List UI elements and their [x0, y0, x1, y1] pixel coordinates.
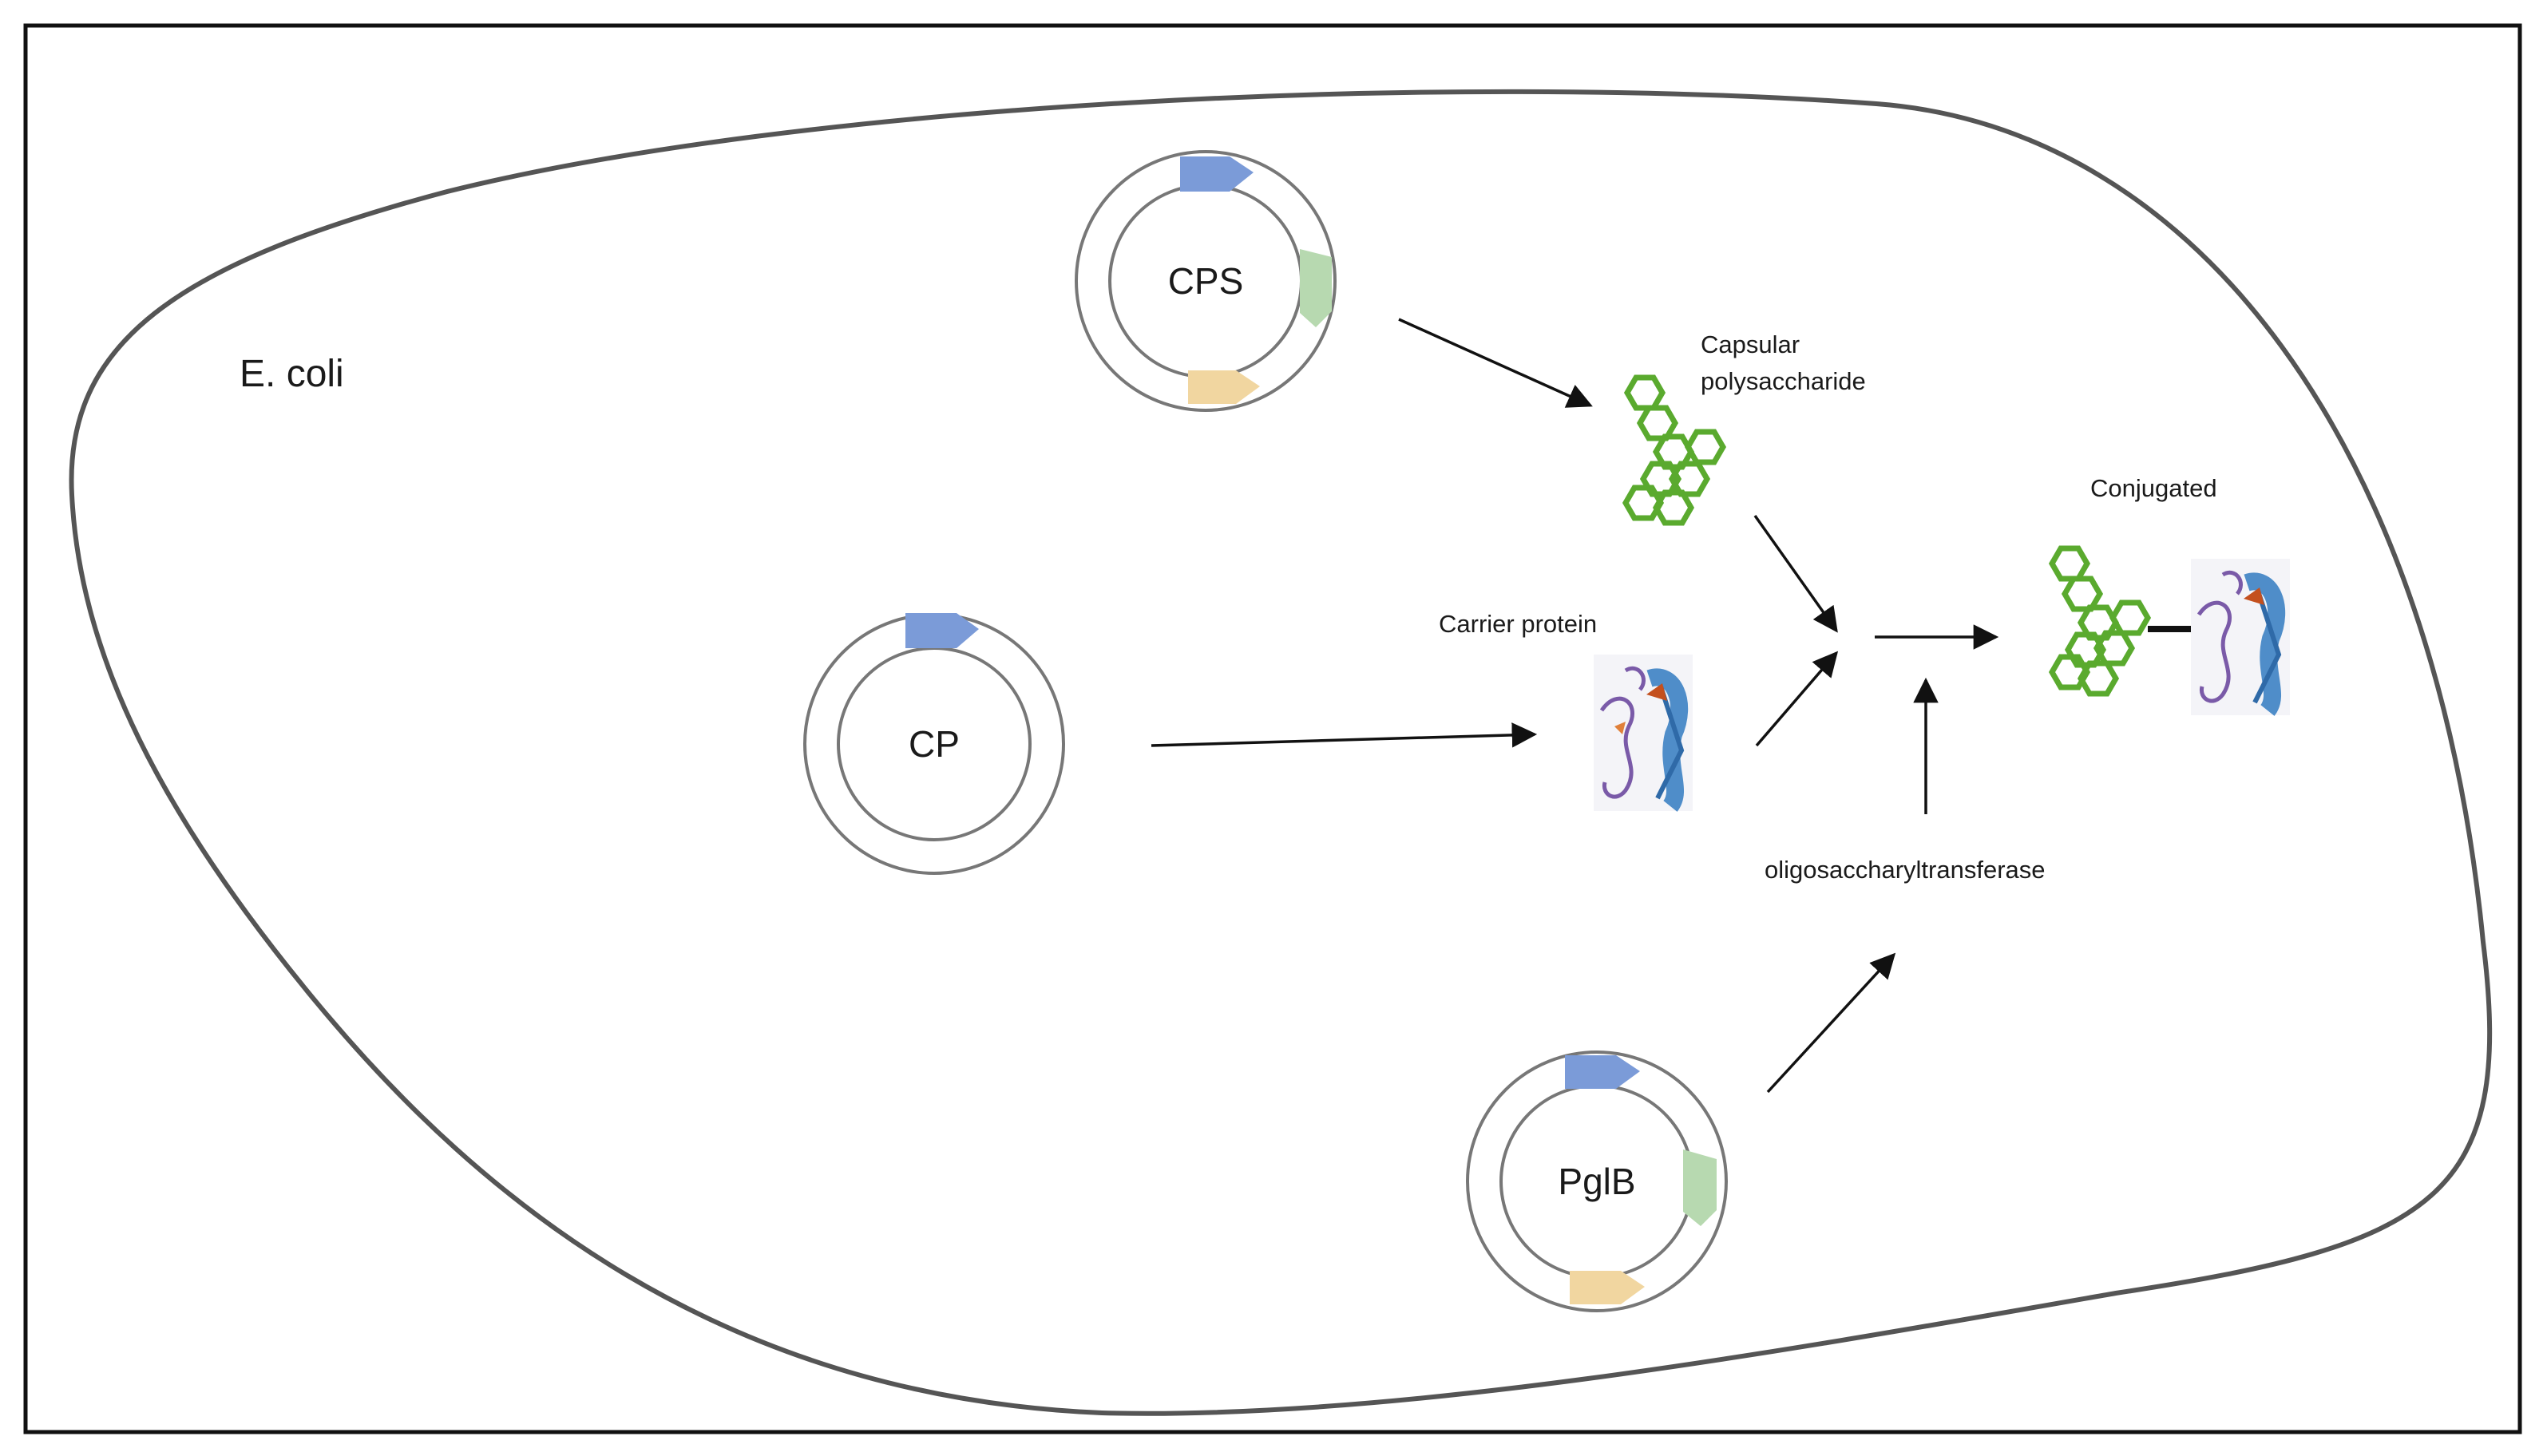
tan-cassette-icon: [1570, 1271, 1645, 1304]
carrier-protein-label: Carrier protein: [1439, 610, 1597, 638]
pglb-plasmid-label: PglB: [1558, 1161, 1635, 1202]
polysaccharide-chain-icon: [1626, 378, 1723, 523]
capsular-label-line1: Capsular: [1701, 330, 1800, 358]
conjugate-protein-icon: [2191, 559, 2290, 716]
blue-cassette-icon: [905, 613, 979, 648]
arrow-cps-to-polysaccharide: [1398, 318, 1593, 408]
figure-frame: [23, 23, 2522, 1434]
conjugated-label: Conjugated: [2090, 474, 2217, 502]
organism-label: E. coli: [240, 353, 344, 395]
conjugate-sugar-icon: [2052, 548, 2148, 694]
cp-plasmid-label: CP: [909, 723, 960, 765]
capsular-label-line2: polysaccharide: [1701, 367, 1866, 395]
cp-plasmid: CP: [803, 613, 1065, 875]
blue-cassette-icon: [1565, 1055, 1640, 1089]
enzyme-label: oligosaccharyltransferase: [1765, 856, 2046, 884]
green-cassette-icon: [1683, 1149, 1717, 1226]
cps-plasmid: CPS: [1075, 150, 1337, 412]
protein-structure-icon: [1594, 655, 1693, 812]
arrow-polysaccharide-to-junction: [1753, 514, 1838, 633]
green-cassette-icon: [1300, 249, 1332, 327]
arrows: [1151, 318, 1999, 1094]
arrow-protein-to-junction: [1755, 651, 1839, 747]
blue-cassette-icon: [1180, 156, 1254, 192]
tan-cassette-icon: [1188, 370, 1260, 404]
arrow-cp-to-protein: [1151, 722, 1538, 748]
arrow-pglb-to-enzyme: [1766, 952, 1896, 1094]
cell-membrane: [69, 89, 2493, 1416]
cps-plasmid-label: CPS: [1168, 260, 1244, 302]
pglb-plasmid: PglB: [1466, 1050, 1728, 1312]
